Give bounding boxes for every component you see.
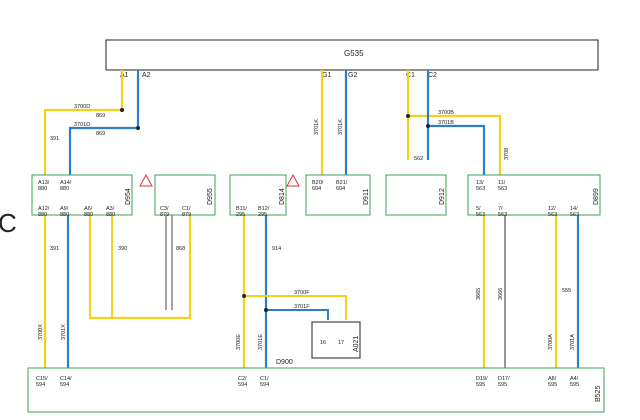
splice-390: 390: [118, 246, 127, 252]
splice-391-b: 391: [50, 246, 59, 252]
g535-pin-c1: C1: [406, 72, 415, 79]
wire-label-3666: 3666: [498, 288, 504, 300]
d954-pin-a6: A6/880: [84, 206, 93, 218]
wire-label-3701x: 3701X: [61, 324, 67, 340]
d954-label: D954: [125, 188, 132, 205]
d911-pin-b21: B21/604: [336, 180, 348, 192]
d955-label: D955: [207, 188, 214, 205]
wire-label-3700x: 3700X: [38, 324, 44, 340]
wire-label-3665: 3665: [476, 288, 482, 300]
d899-pin-5: 5/563: [476, 206, 485, 218]
wire-label-3701f: 3701F: [294, 304, 310, 310]
wire-3701b: [428, 124, 486, 175]
g535-label: G535: [344, 49, 364, 58]
b525-pin-c1: C1/594: [260, 376, 269, 388]
b525-pin-d19: D19/595: [476, 376, 488, 388]
wire-label-3701d: 3701D: [74, 122, 90, 128]
wire-3701-loop: [88, 215, 192, 320]
wire-label-3700b: 3700B: [438, 110, 454, 116]
d912-label: D912: [439, 188, 446, 205]
wire-label-3708: 3708: [504, 148, 510, 160]
wire-label-3701e: 3701E: [258, 334, 264, 350]
left-edge-letter: C: [0, 208, 17, 238]
wire-3701d: [68, 70, 140, 175]
splice-562: 562: [414, 156, 423, 162]
splice-869-a: 869: [96, 113, 105, 119]
junction-dot: [242, 294, 246, 298]
d899-pin-12: 12/563: [548, 206, 557, 218]
wire-3701f: [266, 309, 329, 320]
b525-pin-a4: A4/595: [570, 376, 579, 388]
wire-label-3701k-b: 3701K: [338, 119, 344, 135]
junction-dot: [426, 124, 430, 128]
connector-d814: [229, 174, 287, 216]
connector-d954: [31, 174, 133, 216]
d955-pin-c3: C3/879: [160, 206, 169, 218]
b525-label: B525: [595, 386, 602, 402]
b525-pin-d17: D17/595: [498, 376, 510, 388]
connector-d912: [385, 174, 447, 216]
d954-pin-a13: A13/880: [38, 180, 50, 192]
d954-pin-a14: A14/880: [60, 180, 72, 192]
d899-pin-13: 13/563: [476, 180, 485, 192]
d954-pin-a9: A9/880: [60, 206, 69, 218]
g535-pin-a2: A2: [142, 72, 151, 79]
splice-869-b: 869: [96, 131, 105, 137]
d911-label: D911: [363, 189, 370, 205]
connector-b525: [27, 367, 605, 413]
d814-label: D814: [279, 188, 286, 205]
d900-label: D900: [276, 359, 293, 366]
warning-icon: [139, 173, 153, 187]
wire-label-3700d: 3700D: [74, 104, 90, 110]
a021-pin-17: 17: [338, 340, 344, 346]
a021-pin-16: 16: [320, 340, 326, 346]
d814-pin-b12: B12/295: [258, 206, 270, 218]
g535-pin-a1: A1: [120, 72, 129, 79]
d911-pin-b20: B20/604: [312, 180, 324, 192]
wire-label-3700f: 3700F: [294, 290, 310, 296]
b525-pin-c14: C14/594: [60, 376, 72, 388]
connector-d899: [467, 174, 601, 216]
g535-pin-c2: C2: [428, 72, 437, 79]
b525-pin-c2: C2/594: [238, 376, 247, 388]
splice-868: 868: [176, 246, 185, 252]
splice-914: 914: [272, 246, 281, 252]
g535-pin-g2: G2: [348, 72, 357, 79]
b525-pin-a8: A8/595: [548, 376, 557, 388]
wire-3700b: [408, 114, 502, 175]
junction-dot: [264, 308, 268, 312]
junction-dot: [120, 108, 124, 112]
g535-box: [105, 39, 599, 71]
wire-label-3700a: 3700A: [548, 334, 554, 350]
warning-icon: [286, 173, 300, 187]
splice-391-a: 391: [50, 136, 59, 142]
d899-label: D899: [593, 188, 600, 205]
connector-d955: [154, 174, 216, 216]
d899-pin-7: 7/563: [498, 206, 507, 218]
d954-pin-a12: A12/880: [38, 206, 50, 218]
wire-label-3701a: 3701A: [570, 334, 576, 350]
wire-label-3701b: 3701B: [438, 120, 454, 126]
wire-label-3701k-a: 3701K: [314, 119, 320, 135]
d899-pin-11: 11/563: [498, 180, 507, 192]
b525-pin-c15: C15/594: [36, 376, 48, 388]
junction-dot: [136, 126, 140, 130]
d814-pin-b11: B11/295: [236, 206, 247, 218]
splice-555: 555: [562, 288, 571, 294]
a021-label: A021: [353, 336, 360, 352]
d899-pin-14: 14/563: [570, 206, 579, 218]
d955-pin-c1: C1/879: [182, 206, 191, 218]
component-a021: [311, 321, 361, 359]
junction-dot: [406, 114, 410, 118]
wire-label-3700e: 3700E: [236, 334, 242, 350]
wire-3700f: [244, 295, 347, 320]
g535-pin-g1: G1: [322, 72, 331, 79]
wire-3700d: [43, 70, 124, 175]
connector-d911: [305, 174, 371, 216]
d954-pin-a3: A3/880: [106, 206, 115, 218]
